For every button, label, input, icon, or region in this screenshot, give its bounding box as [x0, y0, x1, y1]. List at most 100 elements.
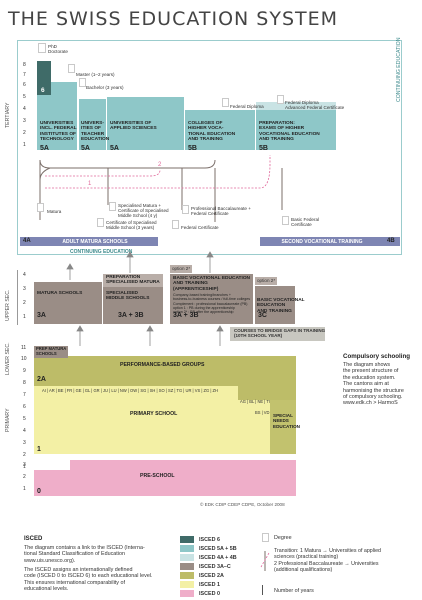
- scale-tick: 2: [23, 130, 26, 136]
- scale-tick: 10: [21, 356, 27, 362]
- legend-label: ISCED 1: [199, 582, 220, 588]
- upper-sec-label: UPPER SEC.: [5, 289, 11, 321]
- transition-lines: [39, 155, 283, 222]
- cert-spec-label: Certificate of Specialised Middle School…: [106, 220, 157, 231]
- isced-body-1: The diagram contains a link to the ISCED…: [24, 545, 145, 564]
- legend-swatch: [180, 554, 194, 561]
- scale-tick: 1: [23, 486, 26, 492]
- vet-box: [170, 274, 253, 324]
- legend-label: ISCED 6: [199, 537, 220, 543]
- scale-tick: 11: [21, 345, 27, 351]
- scale-tick: 8: [23, 380, 26, 386]
- scale-tick: 2: [23, 300, 26, 306]
- legend-label: ISCED 4A + 4B: [199, 555, 237, 561]
- continuing-education-bottom-label: CONTINUING EDUCATION: [70, 249, 133, 255]
- spec-middle-label: SPECIALISED MIDDLE SCHOOLS: [106, 291, 150, 302]
- vet2-box: [255, 286, 295, 324]
- bridge-label: COURSES TO BRIDGE GAPS IN TRAINING (10TH…: [234, 328, 326, 339]
- prep-spec-label: PREPARATION SPECIALISED MATURA: [106, 275, 160, 286]
- matura-schools-label: MATURA SCHOOLS: [37, 291, 83, 296]
- legend-swatch: [180, 590, 194, 597]
- primary-school-label: PRIMARY SCHOOL: [130, 411, 178, 417]
- colleges-bar: [185, 110, 255, 150]
- scale-tick: 5: [23, 416, 26, 422]
- prep-matura-box: [34, 346, 68, 358]
- legend-swatch: [180, 545, 194, 552]
- prof-bacc-label: Professional Baccalaureate + Federal Cer…: [191, 206, 251, 217]
- legend-swatch: [180, 572, 194, 579]
- degree-doc-cert-spec: [97, 218, 104, 227]
- code-5b-1: 5B: [188, 145, 197, 152]
- years-icon: [262, 585, 263, 595]
- vet-option-box: [170, 265, 192, 273]
- scale-tick: 2: [23, 452, 26, 458]
- pre-school-top: [70, 460, 296, 470]
- pre-school-label: PRE-SCHOOL: [140, 473, 175, 479]
- code-5a-3: 5A: [110, 145, 119, 152]
- option2-a: option 2*: [172, 266, 191, 271]
- degree-icon: [262, 533, 269, 542]
- scale-tick: 2: [23, 474, 26, 480]
- route-2: 2: [158, 162, 162, 168]
- code-5b-2: 5B: [259, 145, 268, 152]
- scale-tick: 1: [23, 314, 26, 320]
- code-3a: 3A: [37, 312, 46, 319]
- route-1: 1: [88, 181, 92, 187]
- exams-top-bar: [256, 102, 336, 110]
- cantons-list-3: BS | VD: [255, 410, 270, 415]
- special-needs-label: SPECIAL NEEDS EDUCATION: [273, 413, 300, 429]
- vet2-option-box: [255, 277, 277, 285]
- scale-tick: 7: [23, 392, 26, 398]
- vet-detail: Company-based training/branches + busine…: [173, 293, 251, 315]
- degree-doc-matura: [37, 203, 44, 212]
- phd-label: PhD Doctorate: [48, 44, 68, 55]
- basic-vet-label: BASIC VOCATIONAL EDUCATION AND TRAINING …: [173, 276, 251, 292]
- code-0: 0: [37, 488, 41, 495]
- legend-label: ISCED 3A–C: [199, 564, 231, 570]
- code-4a: 4A: [23, 238, 31, 244]
- matura-schools-box: [34, 282, 102, 324]
- applied-bar: [107, 97, 184, 150]
- degree-doc-adv: [277, 95, 284, 104]
- inst-universities: UNIVERSITIES INCL. FEDERAL INSTITUTES OF…: [40, 121, 77, 143]
- compulsory-heading: Compulsory schooling: [343, 353, 411, 360]
- special-needs-box: [270, 356, 296, 454]
- copyright: © EDK CDIP CDEP CDPE, October 2008: [200, 502, 285, 507]
- second-vocational-band: [260, 237, 400, 246]
- page-title: THE SWISS EDUCATION SYSTEM: [8, 8, 339, 30]
- legend-swatch: [180, 581, 194, 588]
- degree-doc-bachelor: [79, 78, 86, 87]
- transition-legend-label: Transition: 1 Matura → Universities of a…: [274, 548, 381, 573]
- teacher-bar: [79, 99, 106, 150]
- legend-label: ISCED 0: [199, 591, 220, 597]
- cantons-list-2: AG | BL | NE | TI: [240, 399, 271, 404]
- code-6: 6: [41, 87, 45, 94]
- prep-spec-box: [103, 274, 163, 287]
- years-legend-label: Number of years: [274, 588, 314, 594]
- basic-vet2-label: BASIC VOCATIONAL EDUCATION AND TRAINING: [257, 298, 305, 314]
- scale-tick: 3: [23, 286, 26, 292]
- continuing-education-side-label: CONTINUING EDUCATION: [396, 37, 402, 102]
- second-vocational-label: SECOND VOCATIONAL TRAINING: [281, 239, 363, 245]
- bachelor-label: Bachelor (3 years): [86, 85, 124, 90]
- scale-tick: 5: [23, 94, 26, 100]
- scale-tick: 3: [23, 118, 26, 124]
- degree-doc-phd: [38, 43, 46, 53]
- inst-applied: UNIVERSITIES OF APPLIED SCIENCES: [110, 121, 157, 132]
- transition-icon: [260, 551, 270, 571]
- adult-matura-band: [20, 237, 158, 246]
- scale-tick: 4: [23, 272, 26, 278]
- exams-bar: [256, 110, 336, 150]
- degree-doc-master: [68, 64, 75, 73]
- code-4b: 4B: [387, 238, 395, 244]
- legend-label: ISCED 2A: [199, 573, 224, 579]
- legend-label: ISCED 5A + 5B: [199, 546, 237, 552]
- code-5a-2: 5A: [81, 145, 90, 152]
- compulsory-body: The diagram shows the present structure …: [343, 362, 404, 407]
- isced-heading: ISCED: [24, 536, 43, 542]
- inst-colleges: COLLEGES OF HIGHER VOCA- TIONAL EDUCATIO…: [188, 121, 236, 143]
- fed-cert-label: Federal Certificate: [181, 225, 219, 230]
- degree-doc-federal: [222, 98, 229, 107]
- legend-swatch: [180, 563, 194, 570]
- code-1: 1: [37, 446, 41, 453]
